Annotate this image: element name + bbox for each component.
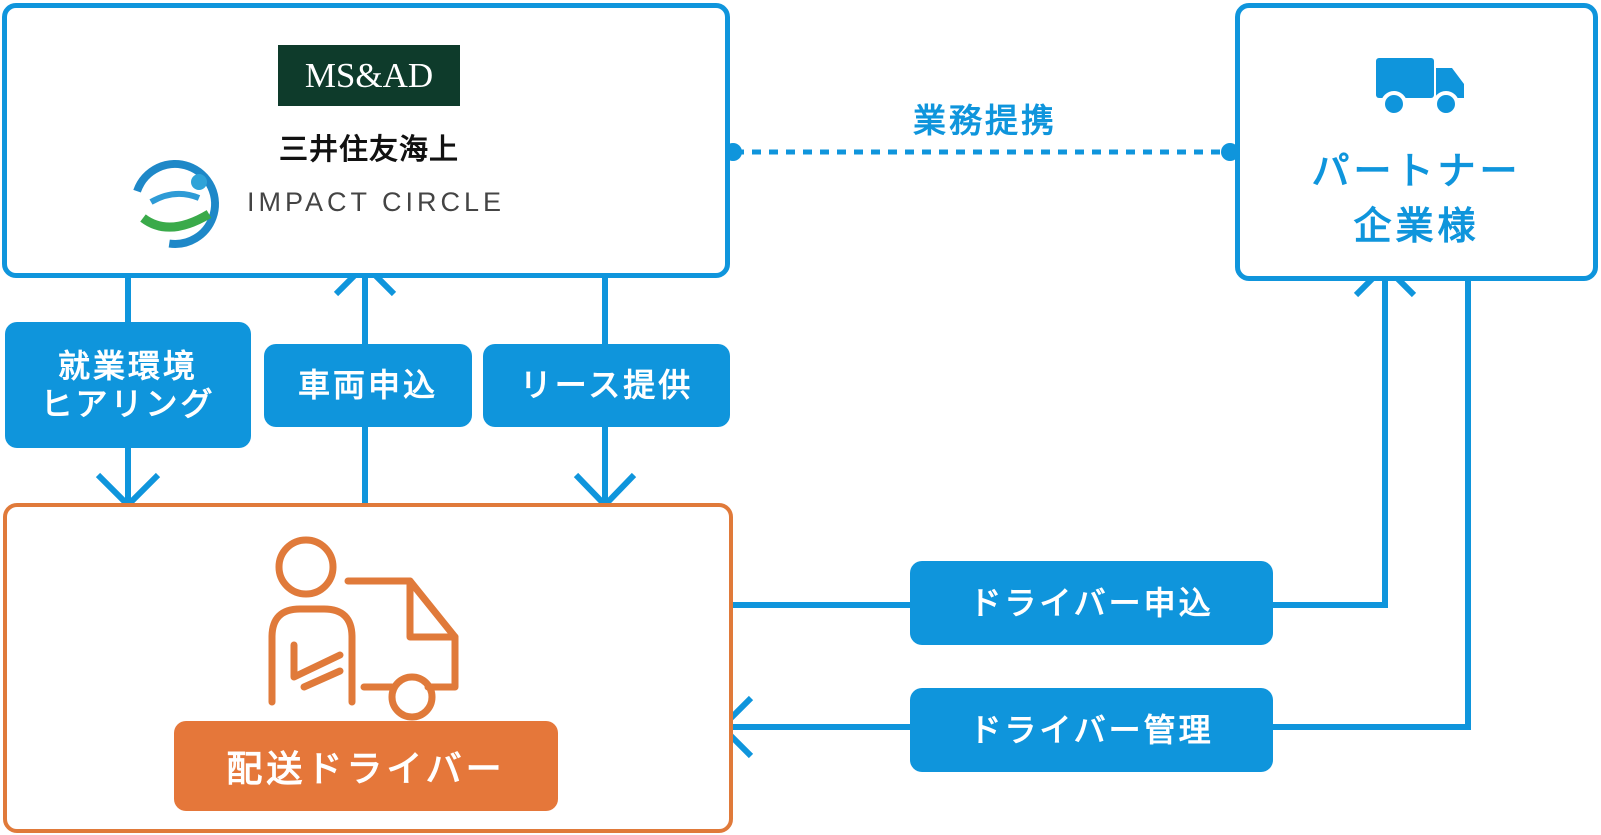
partnership-dot-right [1221,143,1239,161]
vehicle-apply-label: 車両申込 [264,344,472,427]
partner-box: パートナー 企業様 [1235,3,1598,281]
msad-logo: MS&AD [278,45,460,106]
driver-label: 配送ドライバー [174,721,558,811]
driver-manage-line [722,276,1471,730]
hearing-label-line1: 就業環境 [57,346,198,385]
hearing-label: 就業環境 ヒアリング [5,322,251,448]
driver-manage-label: ドライバー管理 [910,688,1273,772]
mitsui-logo-text: 三井住友海上 [278,132,459,166]
driver-box: 配送ドライバー [3,503,733,833]
msad-logo-text: MS&AD [304,55,434,95]
lease-label: リース提供 [483,344,730,427]
hearing-label-line2: ヒアリング [40,385,216,423]
driver-apply-label: ドライバー申込 [910,561,1273,645]
partner-title-line1: パートナー [1311,149,1522,193]
partner-title-line2: 企業様 [1353,204,1480,248]
driver-apply-line [727,266,1388,608]
company-box: MS&AD 三井住友海上 IMPACT CIRCLE [2,3,730,278]
driver-label-text: 配送ドライバー [226,749,506,790]
impact-circle-emblem-icon [131,160,219,248]
driver-with-truck-icon [268,536,459,721]
impact-circle-text: IMPACT CIRCLE [247,187,506,217]
truck-icon [1376,58,1464,116]
partnership-label: 業務提携 [913,101,1057,140]
